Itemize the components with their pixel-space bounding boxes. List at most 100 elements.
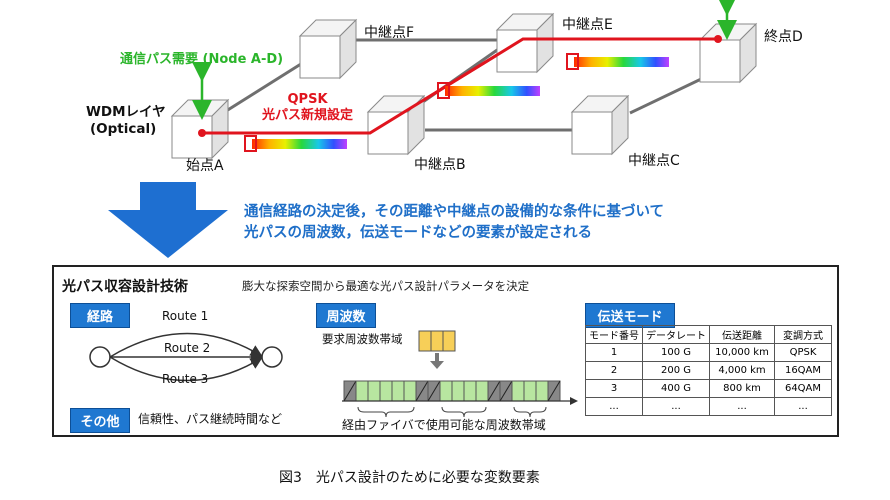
mode-col-modulation: 変調方式 <box>774 325 832 344</box>
arrow-text-line1: 通信経路の決定後，その距離や中継点の設備的な条件に基づいて <box>244 204 665 220</box>
arrow-text-line2: 光パスの周波数，伝送モードなどの要素が設定される <box>244 225 592 241</box>
other-tag: その他 <box>70 408 130 433</box>
table-row: 2 200 G 4,000 km 16QAM <box>585 361 832 380</box>
mode-table: モード番号 データレート 伝送距離 変調方式 1 100 G 10,000 km… <box>585 325 832 416</box>
node-c-box <box>570 94 630 156</box>
mode-cell: 800 km <box>709 379 775 398</box>
used-slot-hatch <box>547 380 561 402</box>
request-arrow-head <box>430 361 444 369</box>
mode-cell: ... <box>774 397 832 416</box>
used-slot-hatch <box>427 380 441 402</box>
spectrum-e <box>566 53 669 70</box>
mode-cell: 4,000 km <box>709 361 775 380</box>
mode-cell: 200 G <box>642 361 710 380</box>
node-a-box <box>170 98 230 160</box>
mode-cell: ... <box>642 397 710 416</box>
mode-col-rate: データレート <box>642 325 710 344</box>
free-slot <box>367 380 381 402</box>
freq-axis-arrow <box>570 397 578 405</box>
path-end-dot <box>714 35 722 43</box>
table-row: 3 400 G 800 km 64QAM <box>585 379 832 398</box>
route-dest-node <box>261 346 283 368</box>
demand-label: 通信パス需要 (Node A-D) <box>120 52 284 67</box>
table-row: 1 100 G 10,000 km QPSK <box>585 343 832 362</box>
mode-table-header: モード番号 データレート 伝送距離 変調方式 <box>585 325 832 344</box>
layer-label: WDMレイヤ (Optical) <box>86 104 166 138</box>
table-row: ... ... ... ... <box>585 397 832 416</box>
mode-cell: ... <box>585 397 643 416</box>
node-d-box <box>698 22 758 84</box>
freq-tag: 周波数 <box>316 303 376 328</box>
free-slot <box>451 380 465 402</box>
route-graph <box>89 332 283 382</box>
node-f-label: 中継点F <box>364 25 415 41</box>
panel-subtitle: 膨大な探索空間から最適な光パス設計パラメータを決定 <box>242 279 530 293</box>
mode-cell: 400 G <box>642 379 710 398</box>
node-c-label: 中継点C <box>628 153 680 169</box>
used-slot-hatch <box>487 380 501 402</box>
route-3-edge <box>109 356 263 382</box>
layer-label-line2: (Optical) <box>90 121 157 137</box>
free-slot <box>439 380 453 402</box>
mode-cell: 3 <box>585 379 643 398</box>
route-3-label: Route 3 <box>162 372 209 386</box>
path-start-dot <box>198 129 206 137</box>
node-e-label: 中継点E <box>562 17 613 33</box>
node-e-box <box>495 12 555 74</box>
panel-title: 光パス収容設計技術 <box>62 279 188 295</box>
mode-cell: QPSK <box>774 343 832 362</box>
free-slot <box>511 380 525 402</box>
mode-cell: 16QAM <box>774 361 832 380</box>
mode-col-distance: 伝送距離 <box>709 325 775 344</box>
request-slot <box>430 330 444 352</box>
frequency-slots <box>342 330 578 418</box>
mode-cell: 1 <box>585 343 643 362</box>
down-arrow <box>108 182 228 258</box>
mode-cell: 64QAM <box>774 379 832 398</box>
free-slot <box>475 380 489 402</box>
request-slot <box>418 330 432 352</box>
used-slot-hatch <box>415 380 429 402</box>
node-f-box <box>298 18 358 80</box>
route-tag: 経路 <box>70 303 130 328</box>
freq-demand-label: 要求周波数帯域 <box>322 332 403 346</box>
free-slot <box>355 380 369 402</box>
node-b-label: 中継点B <box>414 157 466 173</box>
new-path-line1: QPSK <box>287 92 328 107</box>
new-path-label: QPSK 光パス新規設定 <box>262 92 353 124</box>
free-band-brace <box>441 406 487 418</box>
mode-col-number: モード番号 <box>585 325 643 344</box>
free-slot <box>463 380 477 402</box>
route-1-label: Route 1 <box>162 309 209 323</box>
spectrum-a <box>244 135 347 152</box>
node-d-label: 終点D <box>764 29 803 45</box>
free-slot <box>379 380 393 402</box>
design-panel: 光パス収容設計技術 膨大な探索空間から最適な光パス設計パラメータを決定 経路 R… <box>52 265 839 437</box>
route-source-node <box>89 346 111 368</box>
free-slot <box>403 380 417 402</box>
free-band-brace <box>513 406 547 418</box>
mode-cell: ... <box>709 397 775 416</box>
free-band-brace <box>357 406 415 418</box>
used-slot-hatch <box>343 380 357 402</box>
free-slot <box>523 380 537 402</box>
used-slot-hatch <box>499 380 513 402</box>
route-2-label: Route 2 <box>162 341 213 355</box>
spectrum-b <box>437 82 540 99</box>
new-path-line2: 光パス新規設定 <box>262 108 354 123</box>
figure-caption: 図3 光パス設計のために必要な変数要素 <box>279 470 540 486</box>
arrow-explanation: 通信経路の決定後，その距離や中継点の設備的な条件に基づいて 光パスの周波数，伝送… <box>244 202 664 244</box>
free-slot <box>391 380 405 402</box>
other-text: 信頼性、パス継続時間など <box>138 412 283 426</box>
mode-cell: 10,000 km <box>709 343 775 362</box>
freq-available-label: 経由ファイバで使用可能な周波数帯域 <box>342 418 546 432</box>
mode-cell: 100 G <box>642 343 710 362</box>
free-slot <box>535 380 549 402</box>
mode-cell: 2 <box>585 361 643 380</box>
layer-label-line1: WDMレイヤ <box>86 104 166 120</box>
node-a-label: 始点A <box>186 158 224 174</box>
route-1-edge <box>109 332 263 358</box>
request-slot <box>442 330 456 352</box>
